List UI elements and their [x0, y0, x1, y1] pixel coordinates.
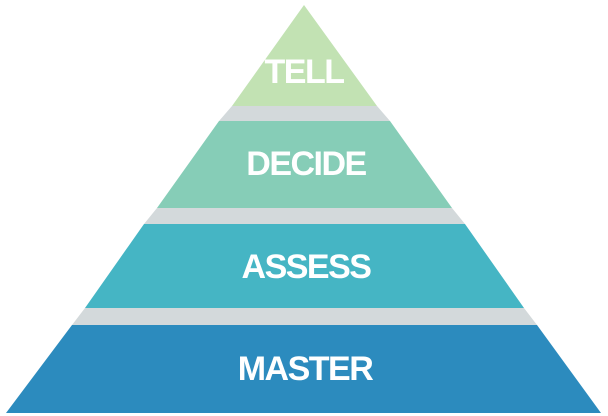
tier-gap-3 — [72, 308, 537, 325]
tier-label-master: MASTER — [238, 350, 374, 388]
tier-gap-2 — [144, 208, 465, 224]
tier-gap-1 — [219, 106, 390, 121]
tier-tell — [232, 5, 377, 106]
tier-label-tell: TELL — [265, 53, 345, 91]
tier-master — [6, 325, 601, 413]
tier-label-decide: DECIDE — [246, 145, 366, 183]
tier-label-assess: ASSESS — [242, 248, 372, 286]
tier-assess — [85, 224, 524, 308]
tier-decide — [157, 121, 452, 208]
